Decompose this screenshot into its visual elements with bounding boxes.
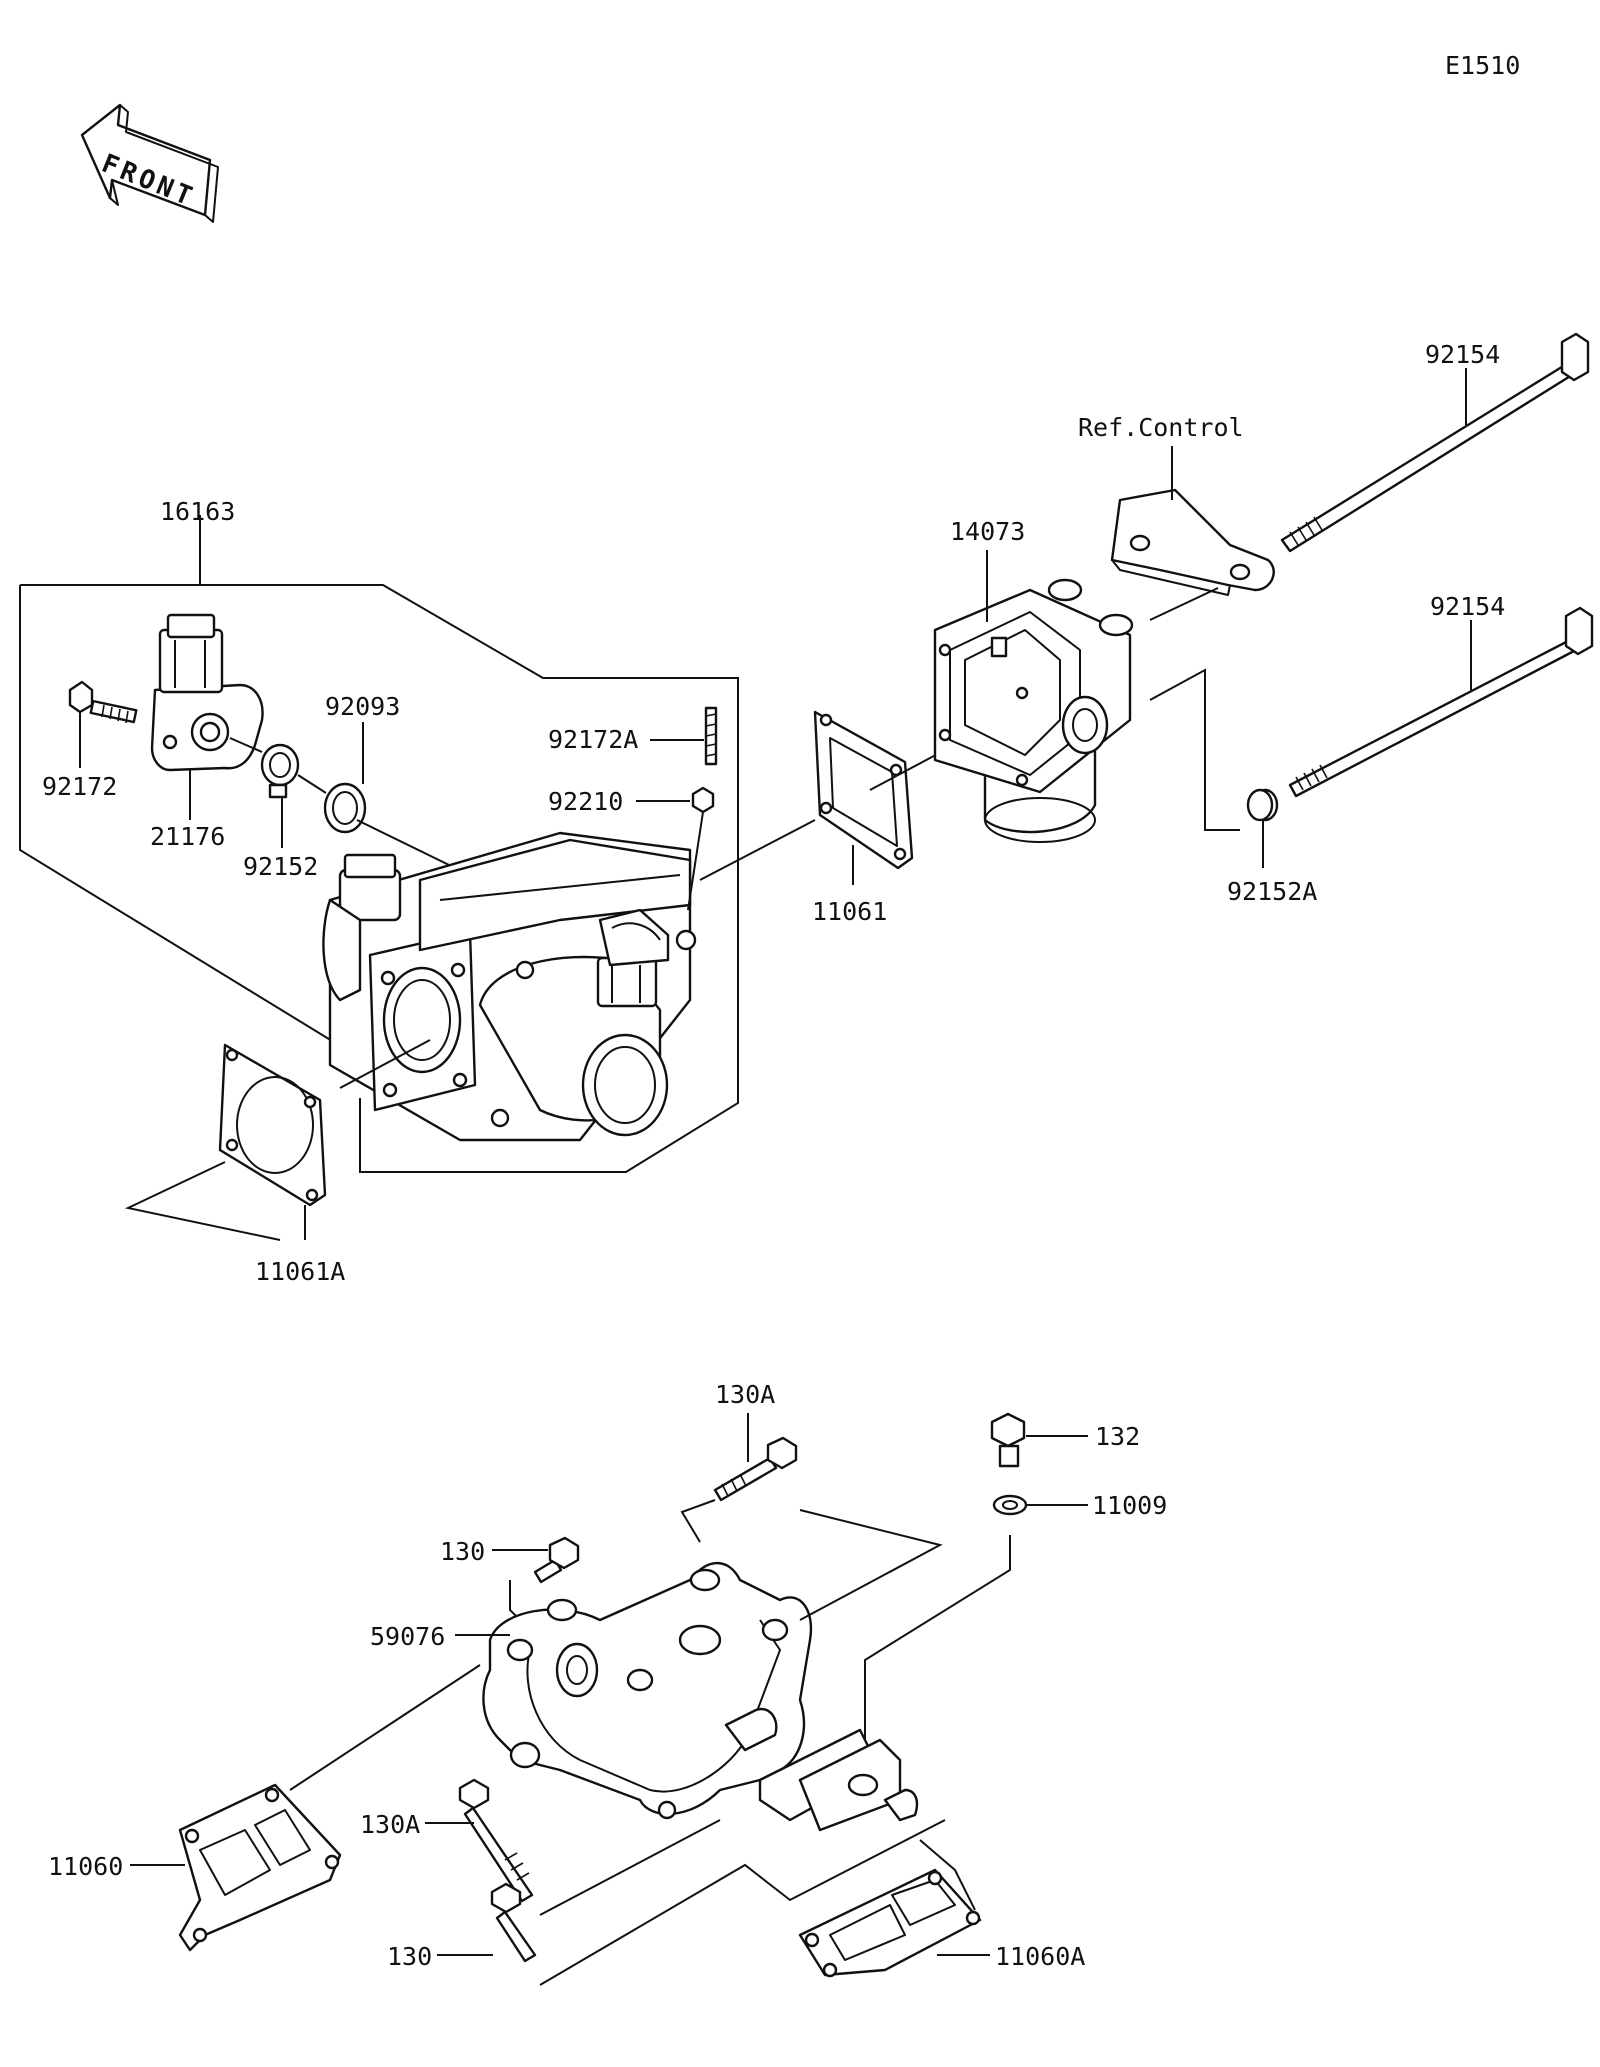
label-14073: 14073 xyxy=(950,517,1025,546)
screw-92172 xyxy=(68,680,138,724)
label-130A-upper: 130A xyxy=(715,1380,775,1409)
label-92172: 92172 xyxy=(42,772,117,801)
washer-11009 xyxy=(992,1494,1028,1516)
bolt-132 xyxy=(990,1412,1026,1468)
label-11060: 11060 xyxy=(48,1852,123,1881)
spring-92172A xyxy=(704,706,718,766)
label-92210: 92210 xyxy=(548,787,623,816)
label-92152A: 92152A xyxy=(1227,877,1317,906)
label-11009: 11009 xyxy=(1092,1491,1167,1520)
holder-14073 xyxy=(933,578,1134,843)
ref-control-label: Ref.Control xyxy=(1078,413,1244,442)
label-11060A: 11060A xyxy=(995,1942,1085,1971)
bolt-130-upper xyxy=(533,1536,580,1584)
bolt-130A-lower xyxy=(458,1778,534,1903)
nut-92210 xyxy=(691,786,715,814)
label-11061A: 11061A xyxy=(255,1257,345,1286)
gasket-11061 xyxy=(813,710,914,870)
gasket-11060A xyxy=(798,1868,982,1978)
bolt-130A-upper xyxy=(713,1436,798,1502)
label-21176: 21176 xyxy=(150,822,225,851)
label-132: 132 xyxy=(1095,1422,1140,1451)
gasket-11060 xyxy=(178,1783,342,1952)
front-arrow-icon: FRONT xyxy=(80,103,219,223)
label-59076: 59076 xyxy=(370,1622,445,1651)
bolt-92154-lower xyxy=(1288,606,1594,798)
label-92172A: 92172A xyxy=(548,725,638,754)
label-92154-lower: 92154 xyxy=(1430,592,1505,621)
ref-control-bracket xyxy=(1110,488,1275,596)
label-16163: 16163 xyxy=(160,497,235,526)
diagram-code: E1510 xyxy=(1445,51,1520,80)
collar-92152A xyxy=(1246,788,1279,822)
gasket-11061A xyxy=(218,1043,327,1207)
manifold-59076 xyxy=(482,1561,919,1832)
label-92154-upper: 92154 xyxy=(1425,340,1500,369)
o-ring-92093 xyxy=(323,782,367,834)
throttle-body xyxy=(322,831,697,1142)
label-130A-lower: 130A xyxy=(360,1810,420,1839)
bolt-130-lower xyxy=(490,1882,537,1963)
label-130-upper: 130 xyxy=(440,1537,485,1566)
label-92093: 92093 xyxy=(325,692,400,721)
label-130-lower: 130 xyxy=(387,1942,432,1971)
clip-92152 xyxy=(260,743,300,799)
label-11061: 11061 xyxy=(812,897,887,926)
label-92152: 92152 xyxy=(243,852,318,881)
bolt-92154-upper xyxy=(1280,332,1590,553)
sensor-21176 xyxy=(150,613,264,772)
